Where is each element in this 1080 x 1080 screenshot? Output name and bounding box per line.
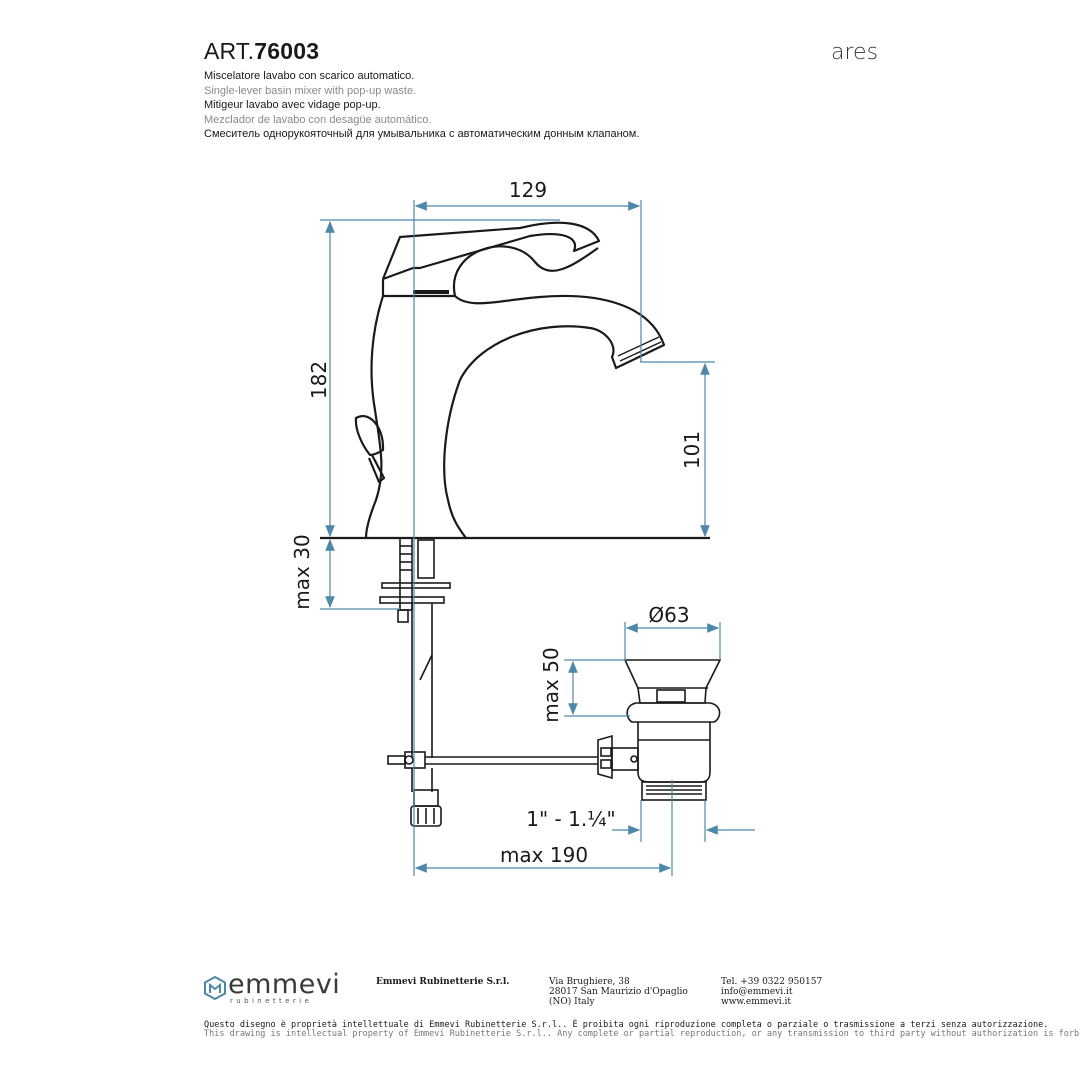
dimension-lines	[320, 200, 755, 876]
dim-waste-max: max 50	[539, 647, 563, 722]
description-block: Miscelatore lavabo con scarico automatic…	[204, 69, 639, 142]
article-prefix: ART.	[204, 38, 255, 64]
contact-email: info@emmevi.it	[721, 987, 793, 997]
dim-spout-height: 101	[680, 431, 704, 469]
description-ru: Смеситель однорукояточный для умывальник…	[204, 128, 640, 140]
company-address: Via Brughiere, 38 28017 San Maurizio d'O…	[549, 977, 688, 1007]
description-fr: Mitigeur lavabo avec vidage pop-up.	[204, 99, 381, 111]
dim-thread: 1" - 1.¹⁄₄"	[526, 807, 616, 831]
description-en: Single-lever basin mixer with pop-up was…	[204, 84, 417, 97]
fixing-assembly	[379, 537, 598, 827]
popup-waste	[597, 659, 722, 801]
emmevi-logo: emmevi rubinetterie	[204, 969, 340, 1006]
address-line: (NO) Italy	[549, 997, 595, 1007]
dim-height: 182	[307, 361, 331, 399]
dim-waste-diameter: Ø63	[648, 603, 689, 627]
address-line: 28017 San Maurizio d'Opaglio	[549, 987, 688, 997]
legal-notice-it: Questo disegno è proprietà intellettuale…	[204, 1020, 1049, 1030]
logo-subtitle: rubinetterie	[230, 997, 313, 1005]
article-number: 76003	[254, 38, 320, 64]
series-name: ares	[831, 40, 879, 65]
dim-deck-max: max 30	[290, 534, 314, 609]
legal-notice: Questo disegno è proprietà intellettuale…	[204, 1021, 1080, 1039]
address-line: Via Brughiere, 38	[549, 977, 630, 987]
article-code: ART.76003	[204, 38, 319, 65]
company-contact: Tel. +39 0322 950157 info@emmevi.it www.…	[721, 977, 822, 1007]
logo-mark-icon	[204, 976, 226, 1000]
contact-website: www.emmevi.it	[721, 997, 791, 1007]
contact-phone: Tel. +39 0322 950157	[721, 977, 823, 987]
company-name: Emmevi Rubinetterie S.r.l.	[376, 977, 510, 987]
dim-width: 129	[509, 178, 547, 202]
faucet-outline	[354, 221, 666, 539]
dim-reach-max: max 190	[500, 843, 588, 867]
description-it: Miscelatore lavabo con scarico automatic…	[204, 70, 415, 82]
description-es: Mezclador de lavabo con desagüe automáti…	[204, 113, 432, 126]
logo-name: emmevi	[228, 969, 341, 1000]
legal-notice-en: This drawing is intellectual property of…	[204, 1029, 1080, 1039]
